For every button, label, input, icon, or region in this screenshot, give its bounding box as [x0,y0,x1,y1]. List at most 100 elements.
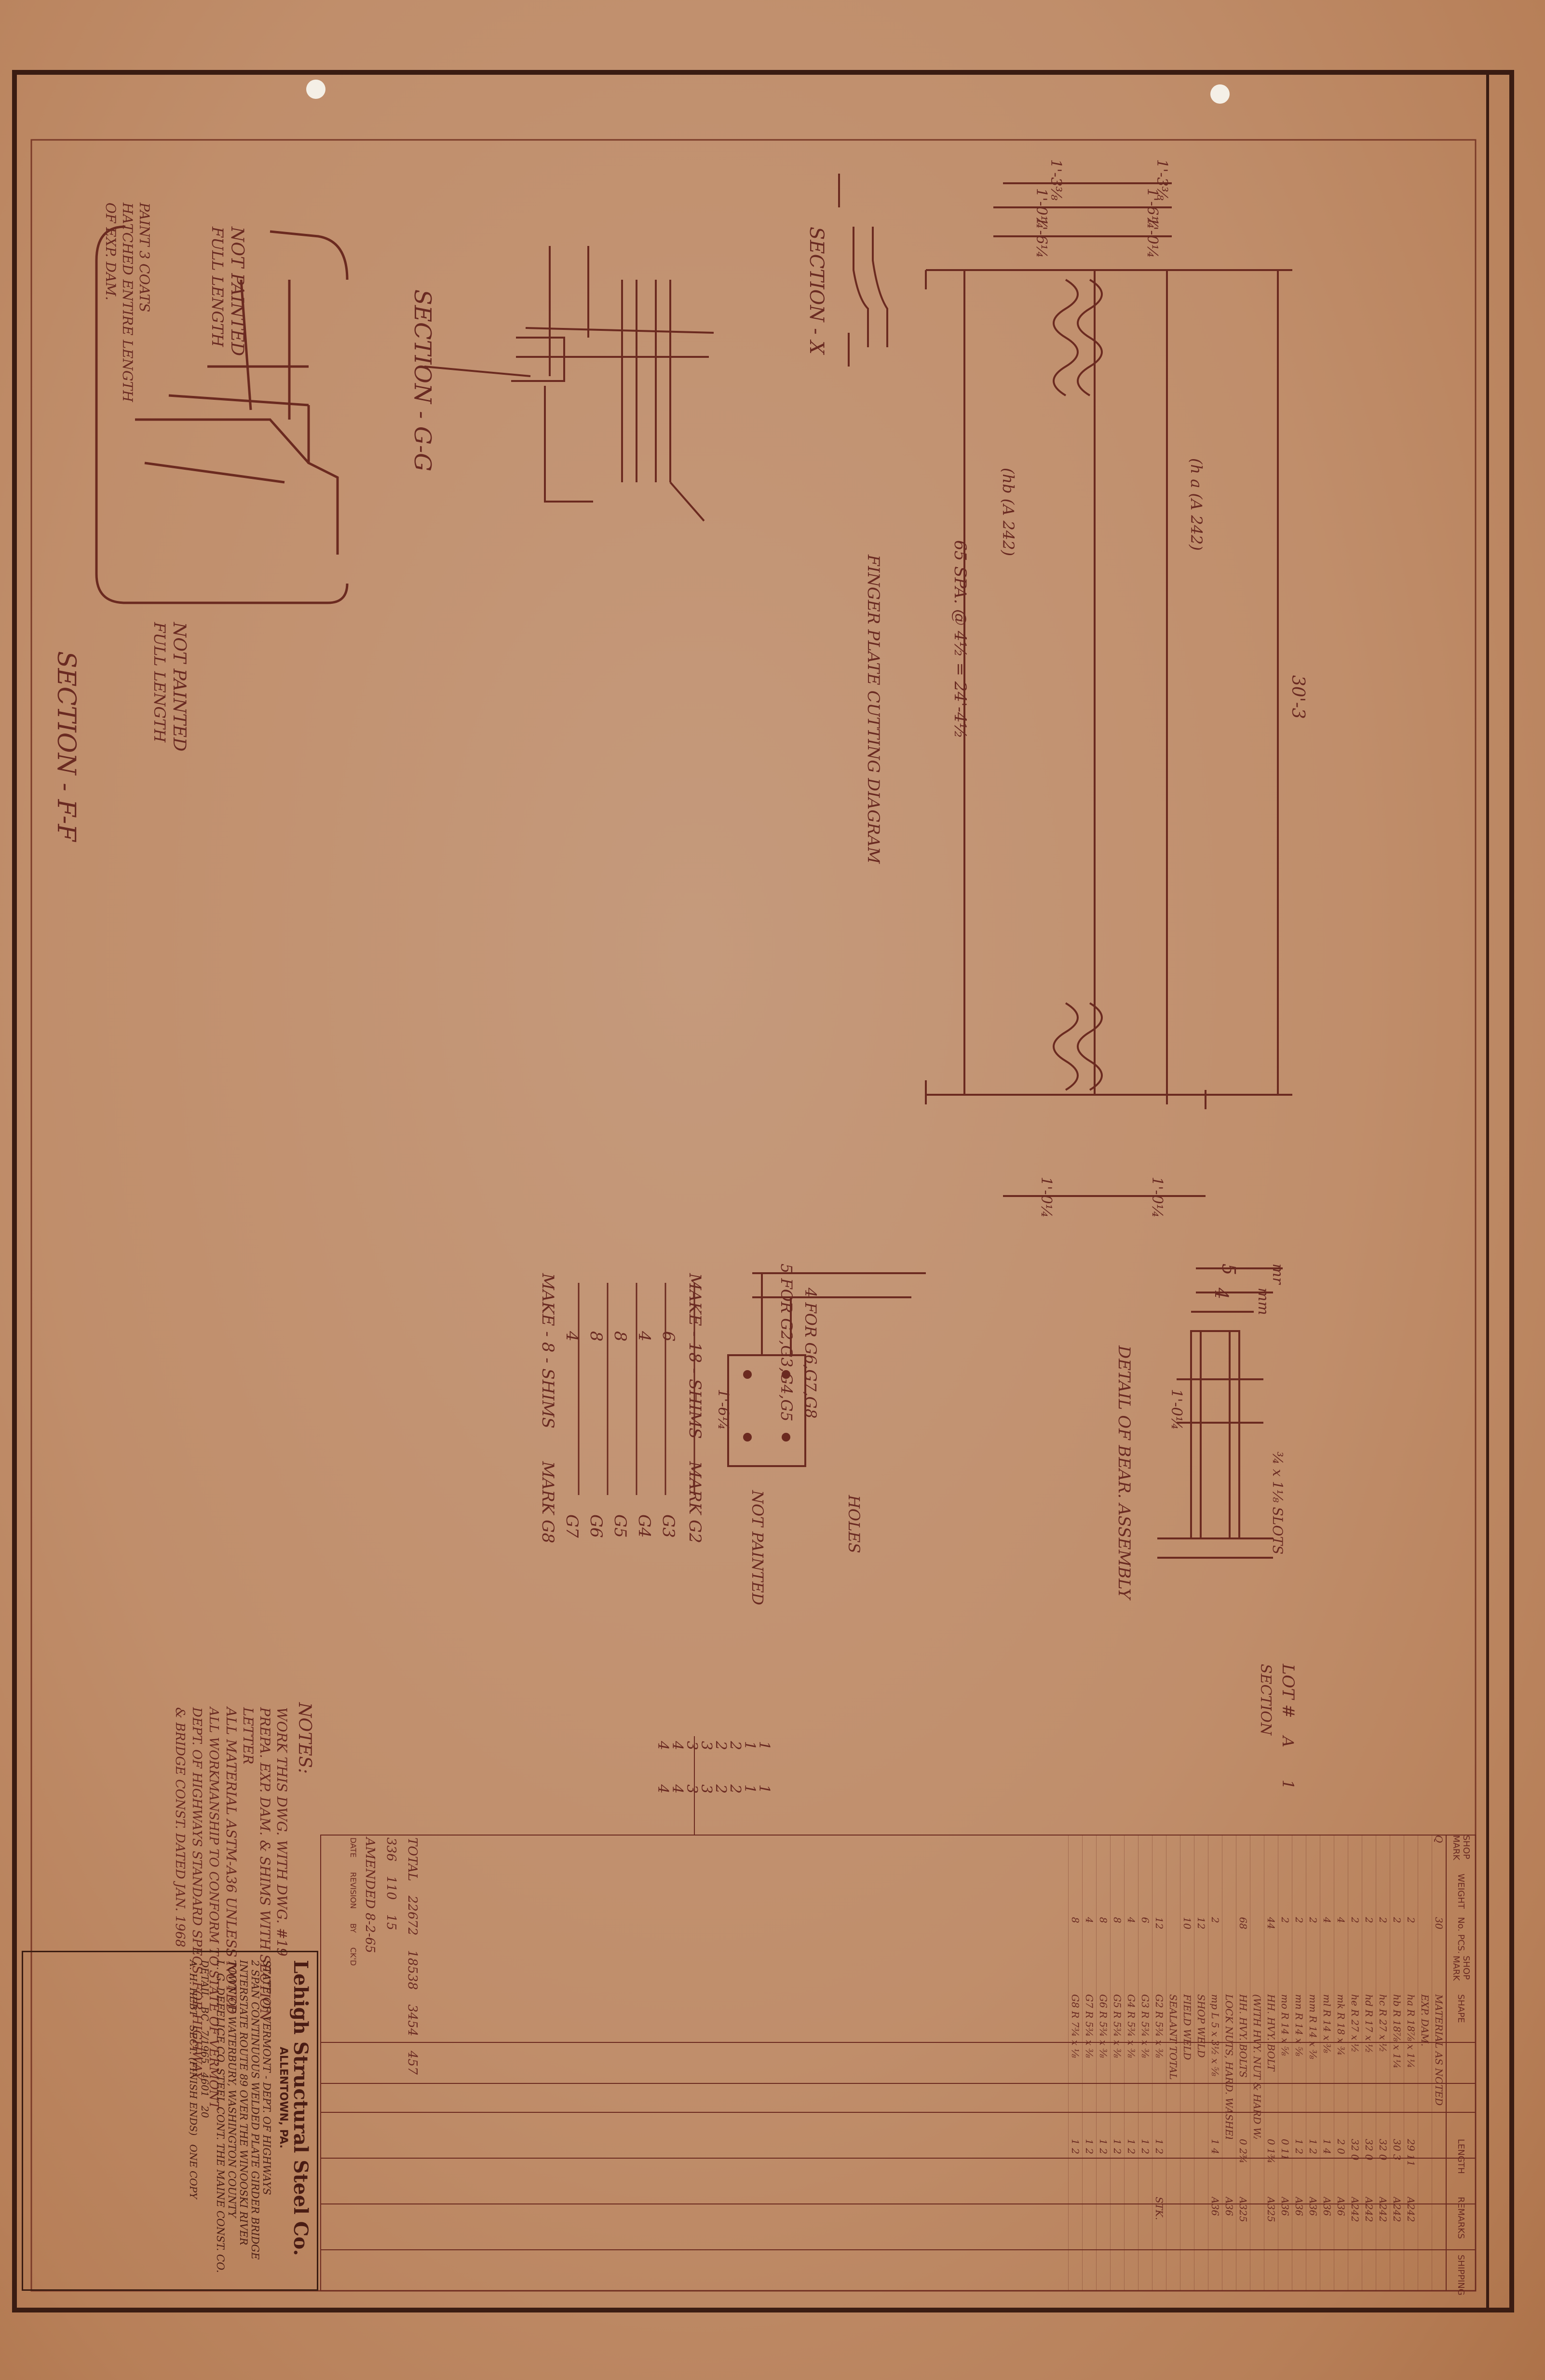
title-line-2: 2 SPAN CONTINUOUS WELDED PLATE GIRDER BR… [249,1960,261,2260]
finger-plate-dim-3: 1'-0¼ [1033,188,1050,230]
contract-label: SECT. (FINISH ENDS) [188,2025,199,2136]
finger-plate-dim-5: 1'-6¼ [1033,217,1050,258]
title-line-5: L. G. DEFELICE CO. STEEL CONT. THE MAINE… [215,1960,226,2273]
table-cell-shape: G3 R 5¾ x ⅜ [1139,1994,1151,2058]
lot-b-7: 4 [669,1784,686,1794]
table-cell-length: 1 4 [1209,2139,1221,2154]
table-cell-qty: 30 [1433,1917,1445,1930]
revision-header-date: DATE [349,1837,358,1858]
table-cell-length: 0 2¾ [1237,2139,1249,2164]
lot-a-2: 1 [741,1741,758,1750]
table-header-shop-mark: SHOP MARK [1451,1835,1471,1861]
lot-label: LOT # [1278,1663,1298,1718]
finger-plate-dim-1: 1'-3⅜ [1047,159,1064,201]
table-cell-shape: ha R 18⅞ x 1¼ [1405,1994,1417,2068]
table-cell-qty: 4 [1125,1917,1137,1923]
shim-row-6-make: MAKE - 8 - SHIMS [538,1273,557,1428]
table-cell-remarks: A242 [1363,2197,1375,2222]
table-cell-length: 0 11 [1279,2139,1291,2161]
table-cell-qty: 6 [1139,1917,1151,1923]
table-cell-length: 1 2 [1293,2139,1305,2154]
section-ff-label: SECTION - F-F [52,651,81,843]
table-row: 2 mn R 14 x ⅝ 1 2 A36 [1292,1835,1306,2291]
section-gg-drawing [424,246,714,522]
table-cell-shape: G5 R 5¾ x ⅜ [1111,1994,1123,2058]
bearing-detail-drawing [1157,1267,1283,1559]
finger-plate-dim-2: 1'-3⅜ [1153,159,1170,201]
table-cell-qty: 4 [1321,1917,1333,1923]
bearing-mark-mr: mr [1269,1264,1286,1285]
shim-row-4-mark: G6 [586,1514,606,1538]
table-cell-remarks: A325 [1237,2197,1249,2222]
table-header-mark: SHOP MARK [1451,1956,1471,1981]
table-cell-length: 1 2 [1111,2139,1123,2154]
table-cell-length: 30 3 [1391,2139,1403,2161]
notes-line-2: PREPA. EXP. DAM. & SHIMS WITH SECTION [257,1707,273,2022]
shim-holes: HOLES [845,1495,863,1553]
shim-row-5-make: 4 [562,1331,582,1342]
table-cell-shape: SEALANT TOTAL [1167,1994,1179,2080]
not-painted-top: NOT PAINTED [227,226,247,356]
notes-line-7: & BRIDGE CONST. DATED JAN. 1968 [173,1707,187,1947]
table-row: (WITH HVY. NUT & HARD WASHER) [1250,1835,1264,2291]
bearing-slots: ¾ x 1⅛ SLOTS [1270,1452,1286,1554]
weight-2: 3454 [405,2004,420,2037]
table-cell-qty: 68 [1237,1917,1249,1930]
lot-a-1: 1 [756,1741,772,1750]
lot-a-3: 2 [727,1741,744,1750]
table-cell-shape: ml R 14 x ⅜ [1321,1994,1333,2053]
finger-plate-spec-lower: (hb (A 242) [999,468,1017,556]
table-cell-qty: 12 [1195,1917,1207,1930]
totals-strip: TOTAL 22672 18538 3454 457 336 110 15 AM… [323,1837,420,2286]
table-cell-shape: mp L 5 x 3½ x ⅝ [1209,1994,1221,2076]
shim-row-2-mark: G4 [635,1514,654,1538]
lot-a-4: 2 [712,1741,729,1750]
finger-plate-title: FINGER PLATE CUTTING DIAGRAM [864,554,883,864]
table-header-pcs: No. PCS. [1456,1917,1466,1954]
table-cell-qty: 2 [1377,1917,1389,1923]
notes-line-6: DEPT. OF HIGHWAYS STANDARD SPECS. FOR HI… [190,1707,204,2081]
notes-line-4: ALL MATERIAL ASTM-A36 UNLESS NOTED [223,1706,239,2014]
table-cell-shape: SHOP WELD [1195,1994,1207,2058]
shim-row-6-mark: MARK G8 [538,1461,557,1543]
lot-b-5: 3 [698,1784,715,1794]
finger-plate-dim-4: 1'-6¼ [1144,188,1161,230]
materials-table-grid [320,1736,1476,2291]
shims-list-lines [578,1283,695,1495]
table-cell-qty: 2 [1293,1917,1305,1923]
table-cell-remarks: A36 [1321,2197,1333,2216]
finger-plate-drawing [925,182,1292,1197]
totals-row: TOTAL 22672 18538 3454 457 [405,1837,420,2286]
bearing-height: 1'-0¼ [1168,1389,1185,1430]
table-cell-qty: 2 [1349,1917,1361,1923]
table-cell-qty: 2 [1391,1917,1403,1923]
job-number: 4601 [199,2072,211,2097]
paint-note-2: HATCHED ENTIRE LENGTH [120,202,136,402]
table-cell-shape: EXP. DAM. [1419,1994,1431,2047]
table-cell-qty: 2 [1405,1917,1417,1923]
table-cell-qty: 44 [1265,1917,1277,1930]
table-cell-shape: G6 R 5¾ x ⅜ [1098,1994,1109,2058]
revision-header-by: BY [349,1923,358,1933]
weight2-2: 110 [384,1876,398,1900]
title-line-1: STATE OF VERMONT - DEPT. OF HIGHWAYS [261,1960,272,2195]
table-cell-shape: mk R 18 x ¾ [1335,1994,1347,2056]
binder-hole-left [306,80,325,99]
finger-plate-spec-upper: (h a (A 242) [1187,458,1206,551]
shim-row-3-make: 8 [610,1331,630,1342]
table-cell-remarks: A36 [1293,2197,1305,2216]
section-x-label: SECTION - X [805,227,827,355]
revision-header-ckd: CK'D [349,1947,358,1966]
paint-note-1: PAINT 3 COATS [136,202,152,312]
table-cell-shape: G7 R 5¾ x ⅜ [1084,1994,1095,2058]
table-header-weight: WEIGHT [1456,1874,1466,1909]
table-cell-shape: mn R 14 x ⅝ [1293,1994,1305,2056]
